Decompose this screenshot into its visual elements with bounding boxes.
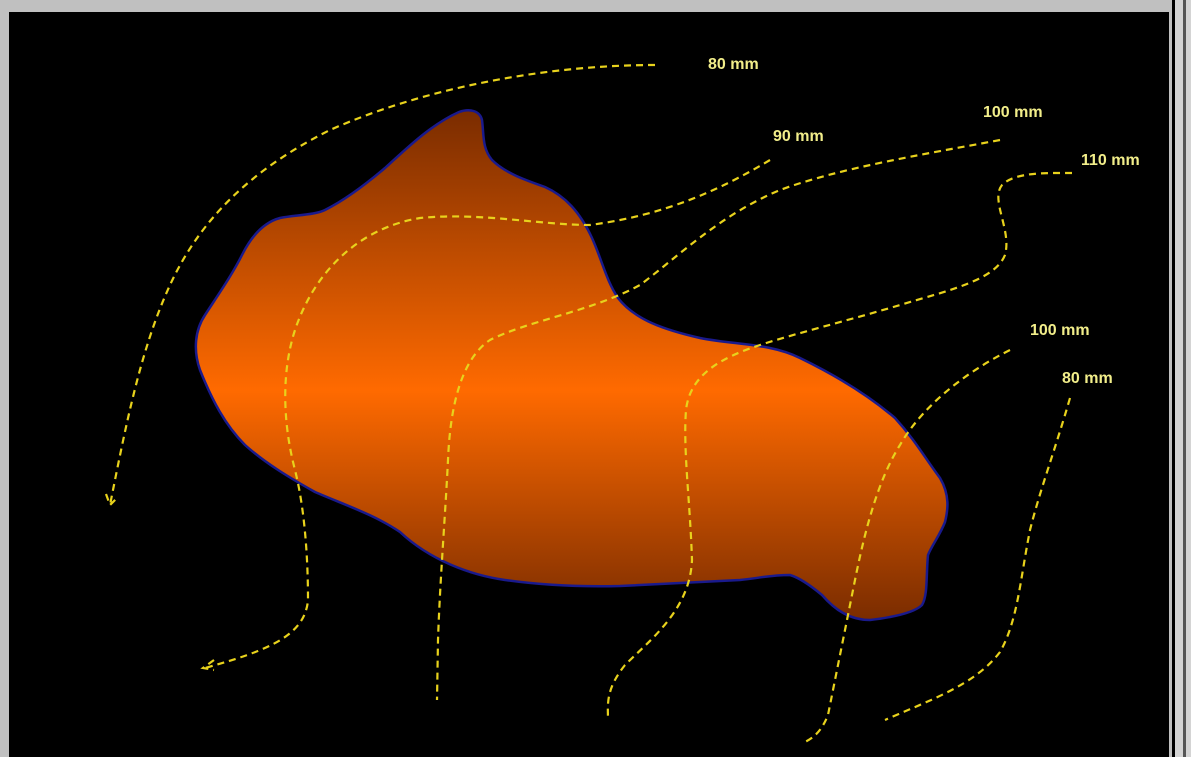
label-80mm-top: 80 mm bbox=[708, 56, 759, 73]
label-90mm: 90 mm bbox=[773, 128, 824, 145]
label-80mm-right: 80 mm bbox=[1062, 370, 1113, 387]
labels: 80 mm 90 mm 100 mm 110 mm 100 mm 80 mm bbox=[708, 56, 1140, 387]
label-110mm: 110 mm bbox=[1081, 152, 1140, 169]
orange-region-shape bbox=[196, 110, 948, 620]
label-100mm-top: 100 mm bbox=[983, 104, 1043, 121]
label-100mm-right: 100 mm bbox=[1030, 322, 1090, 339]
